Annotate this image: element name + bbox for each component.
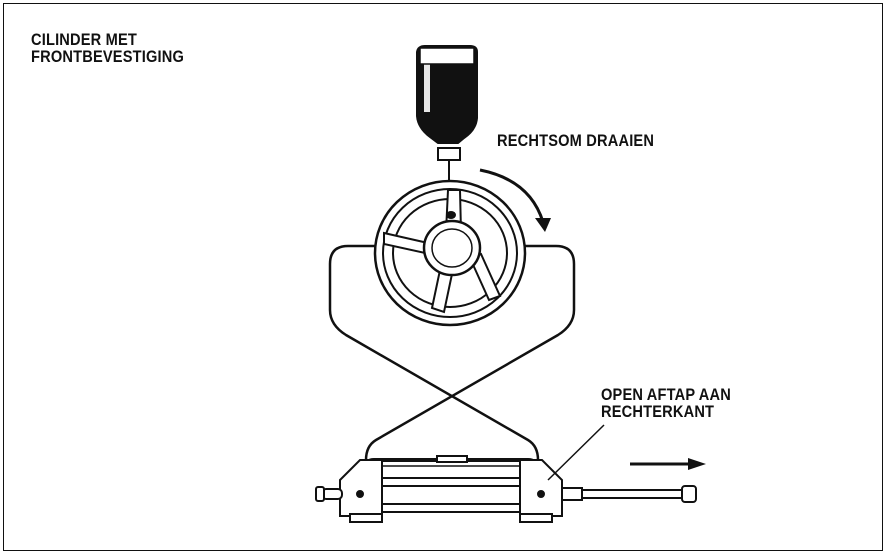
steering-wheel-icon — [373, 179, 527, 327]
hydraulic-lines — [328, 244, 576, 494]
direction-arrow-icon — [630, 458, 706, 470]
title-line-1: CILINDER MET — [31, 30, 138, 49]
cylinder-icon — [315, 455, 697, 523]
drain-leader-line — [547, 424, 605, 481]
diagram-frame — [3, 3, 883, 551]
oil-bottle-icon — [416, 45, 478, 214]
drain-label-line-2: RECHTERKANT — [601, 402, 715, 421]
clockwise-arrow-icon — [479, 168, 551, 232]
rotate-clockwise-label: RECHTSOM DRAAIEN — [497, 131, 655, 150]
drain-label-line-1: OPEN AFTAP AAN — [601, 385, 731, 404]
title-line-2: FRONTBEVESTIGING — [31, 47, 185, 66]
diagram-title: CILINDER MET FRONTBEVESTIGING — [31, 31, 184, 65]
open-drain-label: OPEN AFTAP AAN RECHTERKANT — [601, 386, 731, 420]
